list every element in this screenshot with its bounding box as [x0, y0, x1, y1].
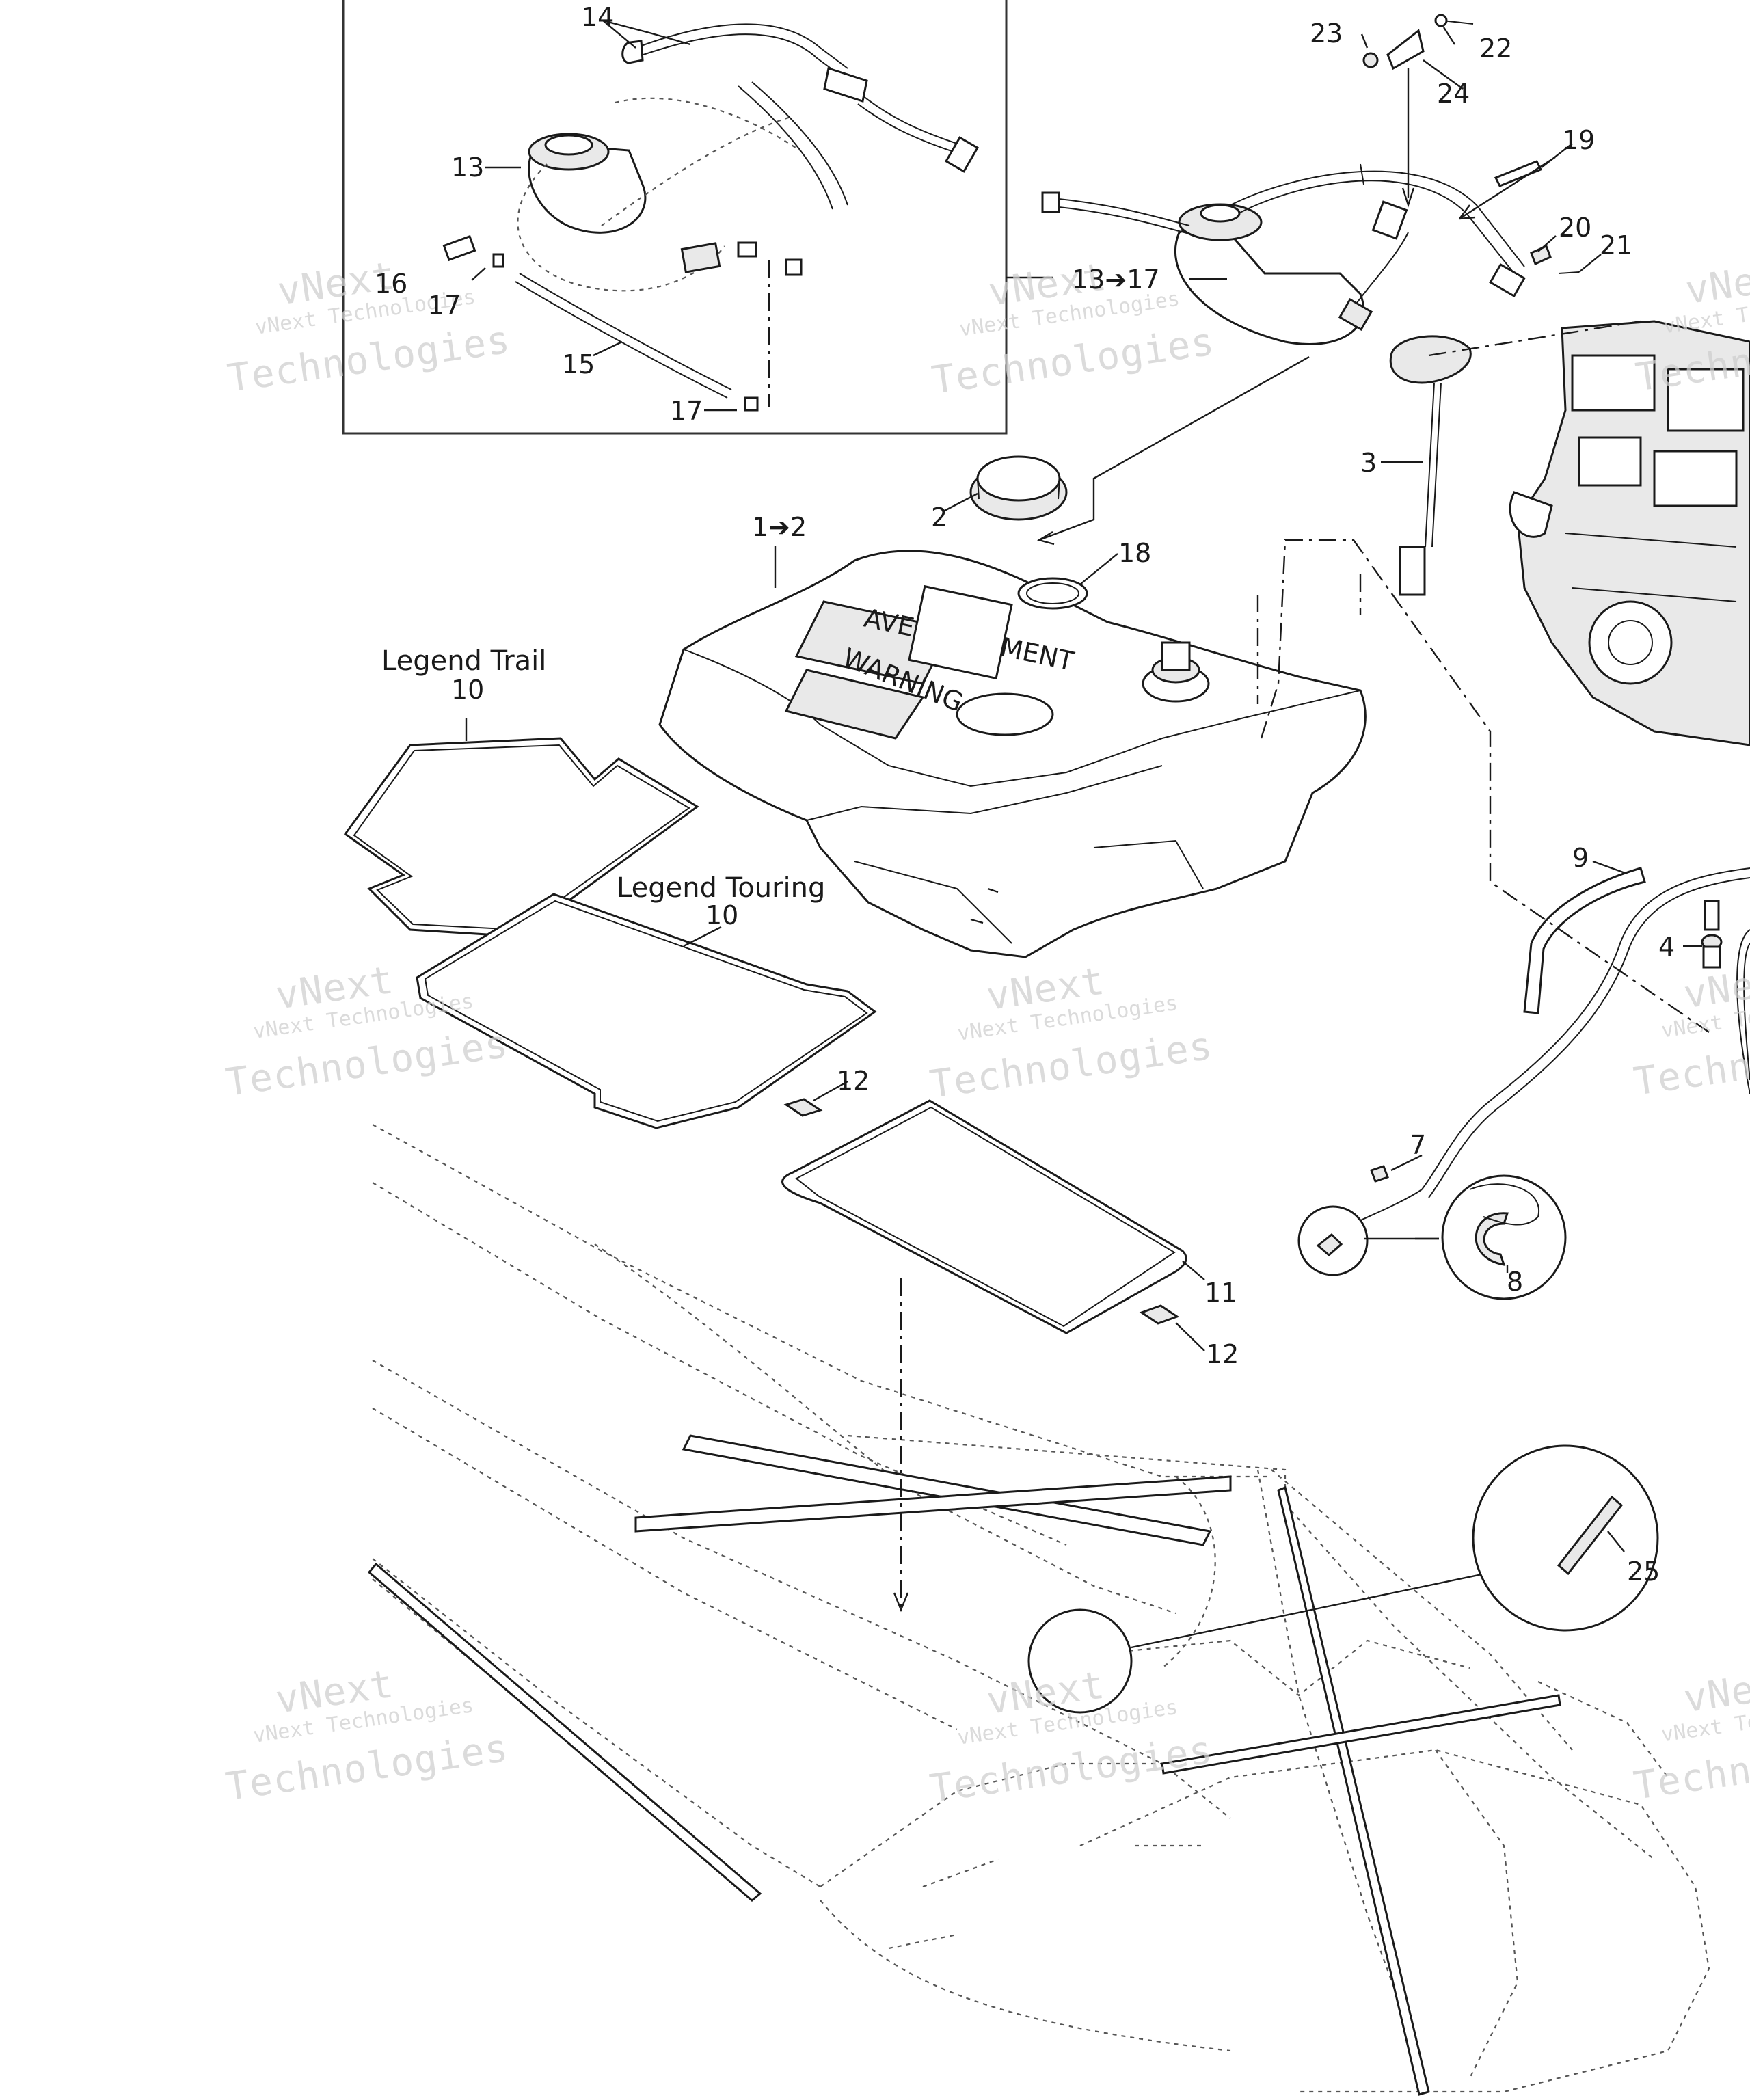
watermark-1: vNext vNext Technologies Technologies [225, 254, 513, 401]
callout-25: 25 [1627, 1557, 1660, 1587]
hardware-19-21 [1459, 156, 1580, 274]
mat-legend-touring [416, 893, 877, 1129]
fuel-tank [658, 550, 1367, 958]
callout-23: 23 [1310, 18, 1343, 49]
detail-inset-box [342, 0, 1053, 435]
watermark-6: vNext vNext Technologies Technologies [1631, 957, 1750, 1105]
callout-7: 7 [1410, 1130, 1426, 1160]
callout-11: 11 [1204, 1278, 1237, 1308]
inset-fuel-pump-module [517, 97, 800, 292]
leader-lines [465, 19, 1710, 1613]
strip-25-detail [1472, 1444, 1659, 1632]
watermark-9: vNext vNext Technologies Technologies [1631, 1661, 1750, 1809]
callout-9: 9 [1572, 843, 1589, 873]
callout-13-to-17: 13➔17 [1072, 265, 1160, 295]
callout-22: 22 [1479, 33, 1512, 64]
watermark-7: vNext vNext Technologies Technologies [223, 1662, 511, 1809]
callout-24: 24 [1437, 79, 1470, 109]
legend-trail-title: Legend Trail [381, 645, 546, 677]
callout-12-bottom: 12 [1206, 1339, 1239, 1369]
callout-20: 20 [1559, 213, 1591, 243]
callout-18: 18 [1118, 538, 1151, 568]
callout-1-to-2: 1➔2 [752, 512, 807, 542]
callout-10-touring: 10 [705, 900, 738, 930]
mat-11 [781, 1099, 1187, 1334]
callout-10-trail: 10 [451, 675, 484, 705]
fastener-12-top [783, 1098, 823, 1117]
fuel-line-9 [1523, 867, 1646, 1014]
fuel-line-right [1353, 867, 1750, 1224]
inset-fuel-hose [621, 23, 980, 210]
clip-7 [1370, 1165, 1389, 1183]
callout-8: 8 [1507, 1267, 1523, 1297]
detail-circle-left [1297, 1205, 1369, 1276]
callout-3: 3 [1360, 448, 1377, 478]
callout-13: 13 [451, 152, 484, 183]
callout-17-top: 17 [428, 291, 461, 321]
watermark-3: vNext vNext Technologies Technologies [1633, 253, 1750, 401]
tank-cap [969, 455, 1068, 521]
frame-detail-circle [1027, 1564, 1525, 1714]
fastener-12-bottom [1139, 1304, 1180, 1325]
hardware-22-24 [1362, 14, 1474, 208]
detail-circle-8 [1364, 1174, 1567, 1300]
callout-14: 14 [581, 2, 614, 32]
watermark-2: vNext vNext Technologies Technologies [929, 254, 1217, 403]
callout-17-bottom: 17 [670, 396, 703, 426]
legend-touring-title: Legend Touring [617, 872, 825, 904]
callout-15: 15 [562, 349, 595, 379]
inset-connectors [442, 234, 803, 412]
watermark-8: vNext vNext Technologies Technologies [927, 1663, 1215, 1812]
fitting-4 [1701, 900, 1723, 969]
callout-19: 19 [1562, 125, 1595, 155]
watermark-5: vNext vNext Technologies Technologies [927, 959, 1215, 1107]
chassis-frame [367, 1124, 1710, 2096]
fuel-pump-assembly [1041, 163, 1526, 345]
fuel-gauge-sender [1389, 335, 1472, 596]
engine-assembly [1509, 320, 1750, 746]
mat-legend-trail [343, 737, 699, 938]
callout-21: 21 [1600, 230, 1632, 260]
callout-12-top: 12 [837, 1066, 870, 1096]
callout-4: 4 [1658, 932, 1675, 962]
callout-16: 16 [375, 269, 407, 299]
inset-hose-15 [515, 273, 732, 399]
callout-2: 2 [931, 502, 947, 533]
cap-gasket [1017, 577, 1088, 610]
